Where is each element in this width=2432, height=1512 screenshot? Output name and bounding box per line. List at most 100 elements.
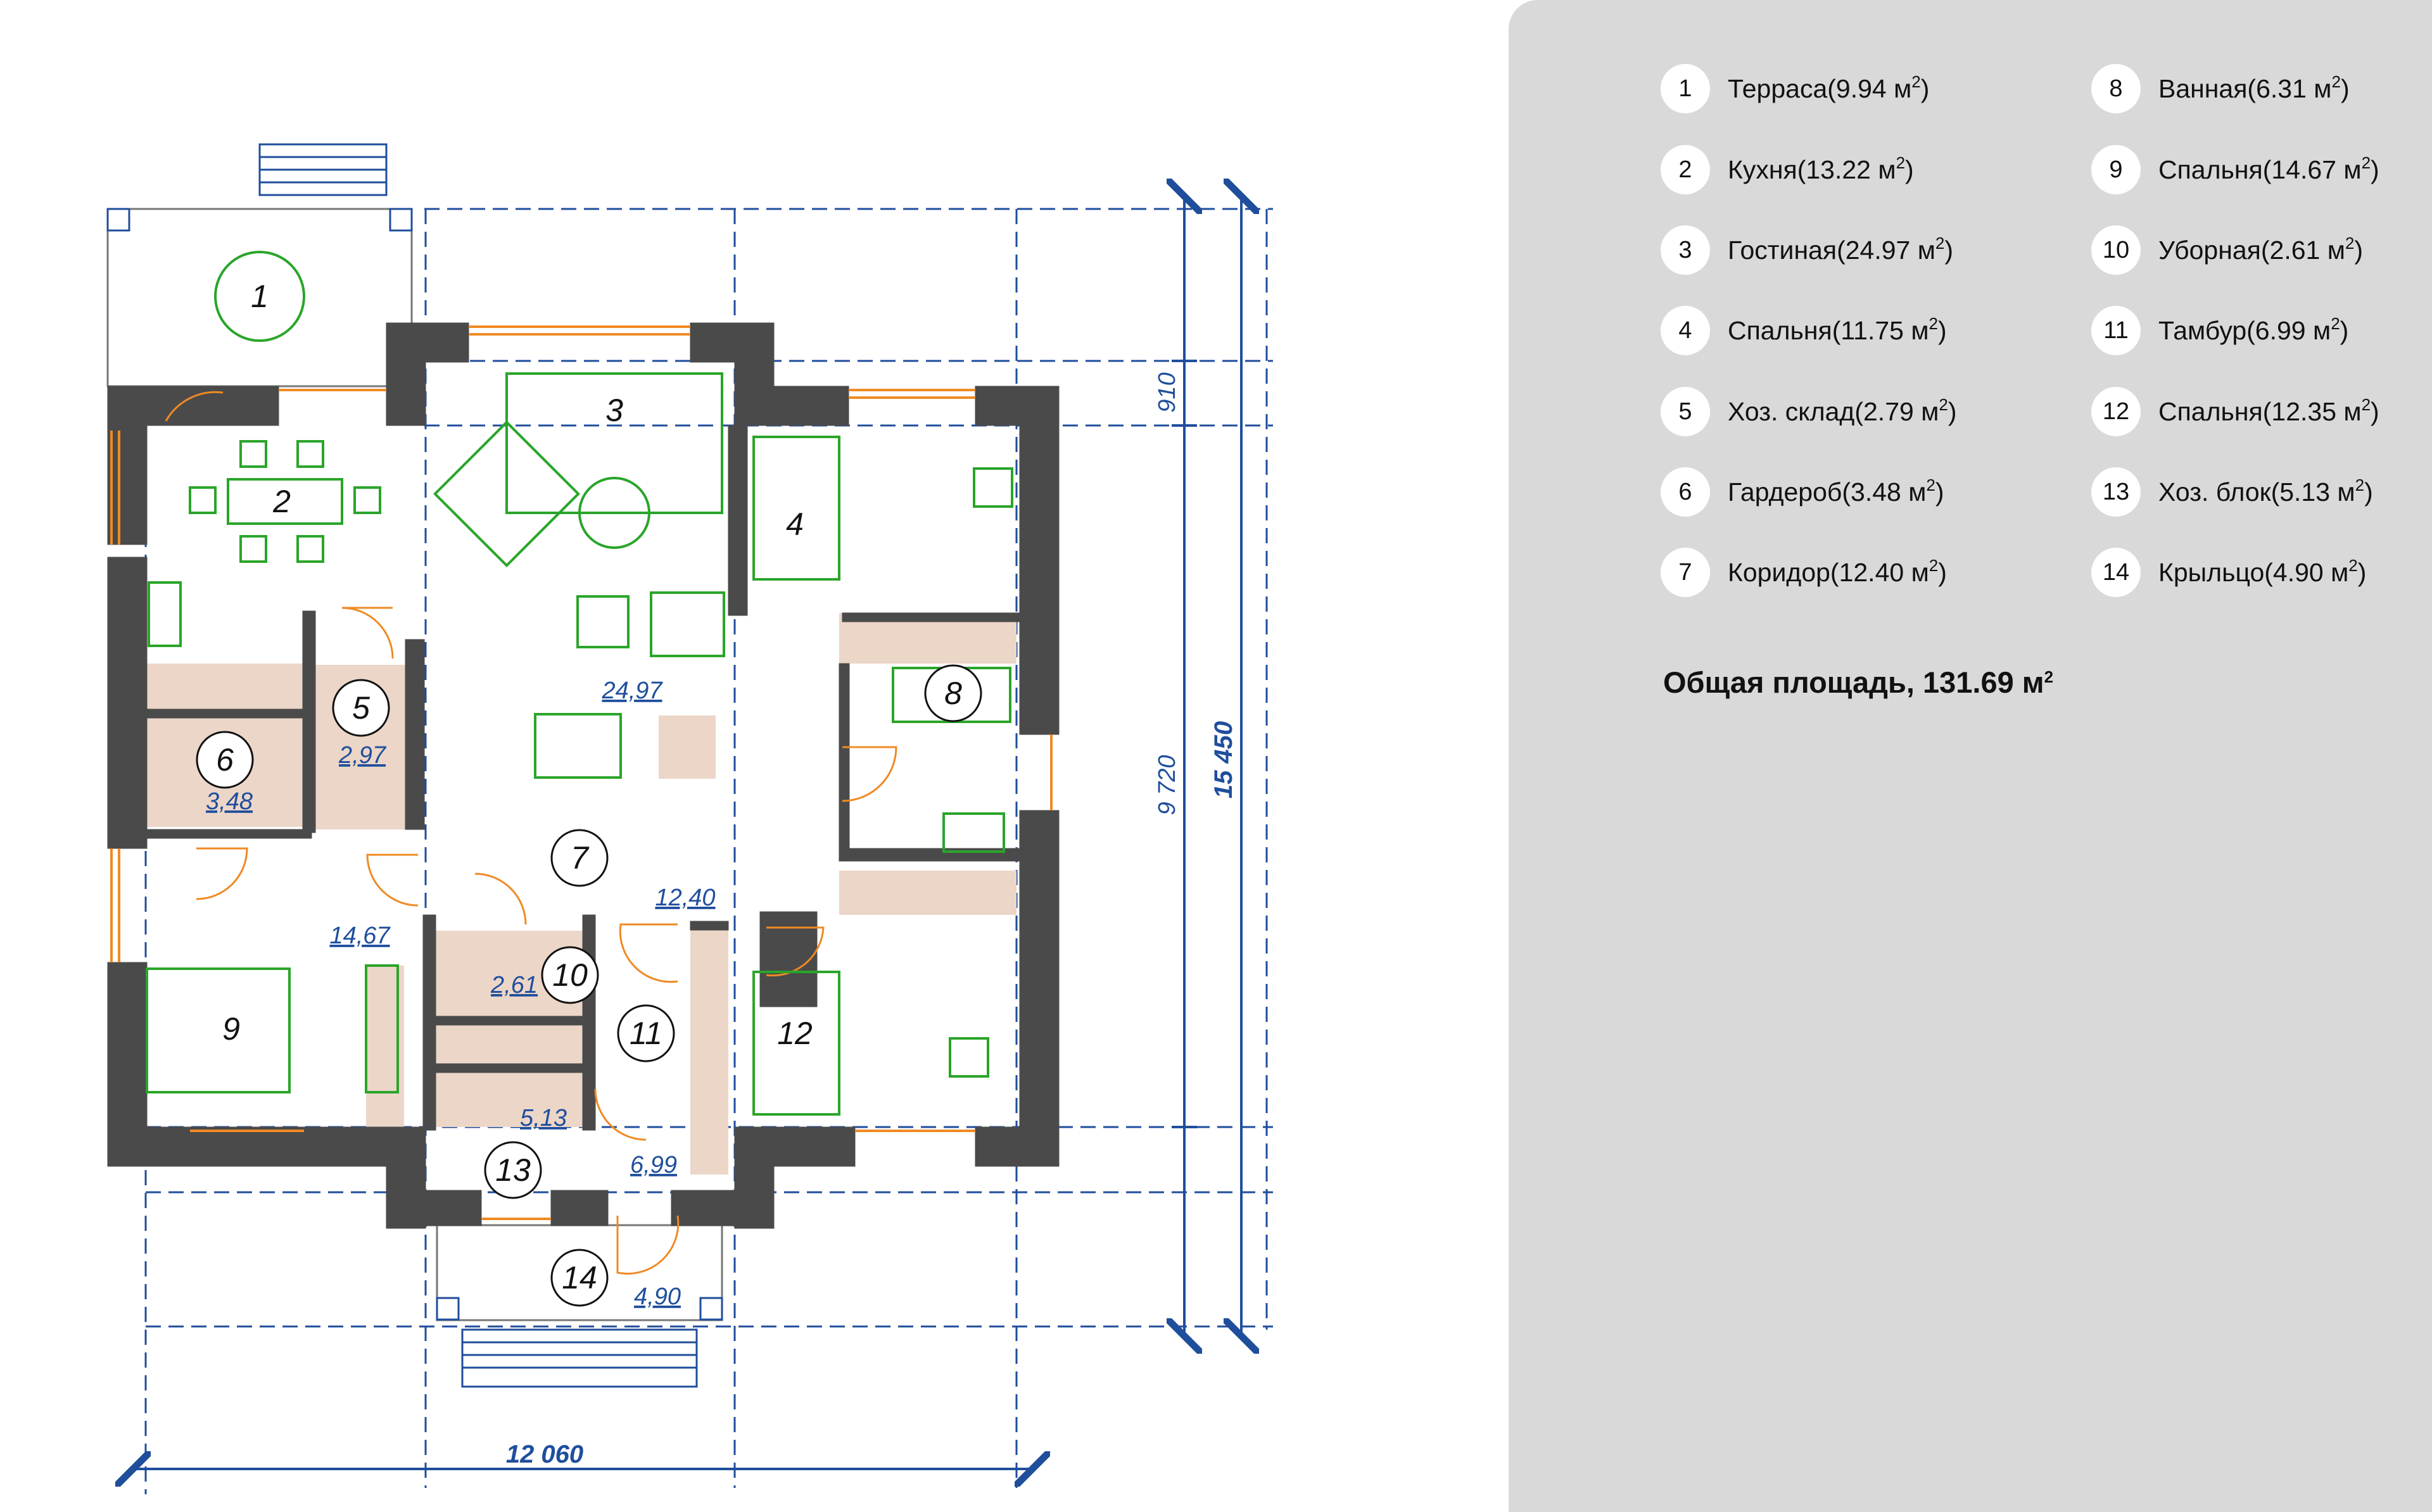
floor-plan: 12 060 15 450 9 720 910 12324,97452,9763… bbox=[106, 143, 1273, 1494]
legend-close-paren: ) bbox=[1938, 557, 1947, 587]
room-number-4: 4 bbox=[786, 507, 804, 542]
legend-label: Гостиная(24.97 м2) bbox=[1728, 235, 1954, 265]
total-area-sup: 2 bbox=[2044, 667, 2054, 686]
legend-number-badge: 14 bbox=[2091, 548, 2141, 597]
total-area-label: Общая площадь, 131.69 м bbox=[1663, 665, 2044, 699]
dimension-texts: 12 060 15 450 9 720 910 bbox=[506, 372, 1238, 1468]
legend-number-badge: 13 bbox=[2091, 467, 2141, 517]
legend-close-paren: ) bbox=[1935, 477, 1944, 507]
legend-unit-sup: 2 bbox=[1928, 555, 1939, 575]
room-area-label: 2,61 bbox=[490, 972, 538, 999]
legend-label: Тамбур(6.99 м2) bbox=[2158, 313, 2348, 346]
legend-unit-sup: 2 bbox=[1939, 394, 1948, 414]
legend-close-paren: ) bbox=[2357, 557, 2367, 587]
legend-close-paren: ) bbox=[1938, 315, 1947, 345]
room-number-12: 12 bbox=[777, 1016, 813, 1051]
legend-number-badge: 3 bbox=[1661, 225, 1710, 275]
legend-close-paren: ) bbox=[1920, 73, 1930, 103]
room-number-3: 3 bbox=[605, 393, 623, 428]
walls bbox=[107, 322, 1060, 1229]
room-number-circle bbox=[484, 1141, 542, 1199]
legend-unit-sup: 2 bbox=[2331, 313, 2340, 333]
legend-room-name: Ванная(6.31 м bbox=[2158, 73, 2332, 103]
legend-room-name: Крыльцо(4.90 м bbox=[2158, 557, 2349, 587]
legend-item-14: 14 Крыльцо(4.90 м2) bbox=[2091, 547, 2366, 598]
legend-number-badge: 6 bbox=[1661, 467, 1710, 517]
legend-unit-sup: 2 bbox=[1911, 72, 1921, 91]
legend-room-name: Хоз. склад(2.79 м bbox=[1728, 396, 1939, 426]
room-number-5: 5 bbox=[352, 690, 370, 726]
legend-label: Крыльцо(4.90 м2) bbox=[2158, 555, 2367, 588]
room-area-label: 14,67 bbox=[329, 923, 391, 949]
legend-item-1: 1 Терраса(9.94 м2) bbox=[1661, 63, 1929, 114]
room-number-circle bbox=[550, 829, 609, 887]
legend-unit-sup: 2 bbox=[2355, 475, 2365, 495]
legend-unit-sup: 2 bbox=[1928, 313, 1938, 333]
legend-unit-sup: 2 bbox=[1926, 475, 1935, 495]
room-area-label: 6,99 bbox=[630, 1152, 677, 1178]
legend-number-badge: 11 bbox=[2091, 306, 2141, 355]
room-number-6: 6 bbox=[216, 742, 234, 778]
room-number-circle bbox=[550, 1249, 609, 1307]
legend-close-paren: ) bbox=[2340, 73, 2350, 103]
legend-room-name: Гостиная(24.97 м bbox=[1728, 235, 1935, 265]
legend-label: Терраса(9.94 м2) bbox=[1728, 72, 1930, 104]
legend-number-badge: 8 bbox=[2091, 64, 2141, 113]
legend-item-11: 11 Тамбур(6.99 м2) bbox=[2091, 305, 2348, 356]
room-number-13: 13 bbox=[495, 1152, 531, 1188]
room-number-9: 9 bbox=[222, 1011, 240, 1047]
legend-unit-sup: 2 bbox=[2331, 72, 2341, 91]
room-area-label: 3,48 bbox=[206, 788, 253, 815]
legend-close-paren: ) bbox=[2371, 154, 2379, 184]
room-area-label: 2,97 bbox=[338, 742, 387, 769]
legend-unit-sup: 2 bbox=[2348, 555, 2358, 575]
legend-label: Хоз. склад(2.79 м2) bbox=[1728, 394, 1957, 427]
room-number-circle bbox=[924, 664, 982, 722]
room-number-8: 8 bbox=[944, 676, 962, 711]
width-dimension: 12 060 bbox=[506, 1440, 583, 1468]
tiled-floors bbox=[147, 613, 1016, 1175]
total-area: Общая площадь, 131.69 м2 bbox=[1663, 665, 2053, 700]
legend-close-paren: ) bbox=[1948, 396, 1957, 426]
legend-item-13: 13 Хоз. блок(5.13 м2) bbox=[2091, 467, 2373, 517]
legend-label: Хоз. блок(5.13 м2) bbox=[2158, 477, 2373, 507]
legend-unit-sup: 2 bbox=[2361, 394, 2371, 414]
room-number-11: 11 bbox=[630, 1016, 662, 1051]
room-area-label: 5,13 bbox=[520, 1105, 567, 1131]
terrace bbox=[106, 143, 413, 387]
legend-label: Коридор(12.40 м2) bbox=[1728, 555, 1947, 588]
legend-room-name: Хоз. блок(5.13 м bbox=[2158, 477, 2355, 507]
room-labels: 12324,97452,9763,48712,408914,67102,6111… bbox=[196, 279, 982, 1310]
legend-number-badge: 1 bbox=[1661, 64, 1710, 113]
legend-label: Спальня(14.67 м2) bbox=[2158, 154, 2379, 185]
room-number-7: 7 bbox=[571, 840, 590, 876]
legend-room-name: Спальня(12.35 м bbox=[2158, 396, 2362, 426]
legend-label: Гардероб(3.48 м2) bbox=[1728, 477, 1944, 507]
legend-close-paren: ) bbox=[2364, 477, 2373, 507]
inner-dimension: 9 720 bbox=[1154, 755, 1181, 815]
room-number-14: 14 bbox=[562, 1260, 597, 1295]
legend-item-8: 8 Ванная(6.31 м2) bbox=[2091, 63, 2350, 114]
room-area-label: 4,90 bbox=[634, 1283, 681, 1310]
legend-unit-sup: 2 bbox=[1896, 153, 1906, 172]
legend-close-paren: ) bbox=[1944, 235, 1954, 265]
room-number-1: 1 bbox=[251, 279, 269, 314]
legend-close-paren: ) bbox=[2354, 235, 2364, 265]
legend-room-name: Спальня(11.75 м bbox=[1728, 315, 1929, 345]
legend-room-name: Тамбур(6.99 м bbox=[2158, 315, 2331, 345]
legend-number-badge: 2 bbox=[1661, 145, 1710, 194]
legend-room-name: Кухня(13.22 м bbox=[1728, 154, 1896, 184]
legend-room-name: Терраса(9.94 м bbox=[1728, 73, 1912, 103]
dimension-lines bbox=[133, 196, 1241, 1469]
room-area-label: 24,97 bbox=[601, 677, 663, 704]
room-number-2: 2 bbox=[272, 484, 291, 519]
legend-room-name: Гардероб(3.48 м bbox=[1728, 477, 1927, 507]
legend-label: Спальня(12.35 м2) bbox=[2158, 394, 2379, 427]
room-number-circle bbox=[617, 1004, 675, 1062]
